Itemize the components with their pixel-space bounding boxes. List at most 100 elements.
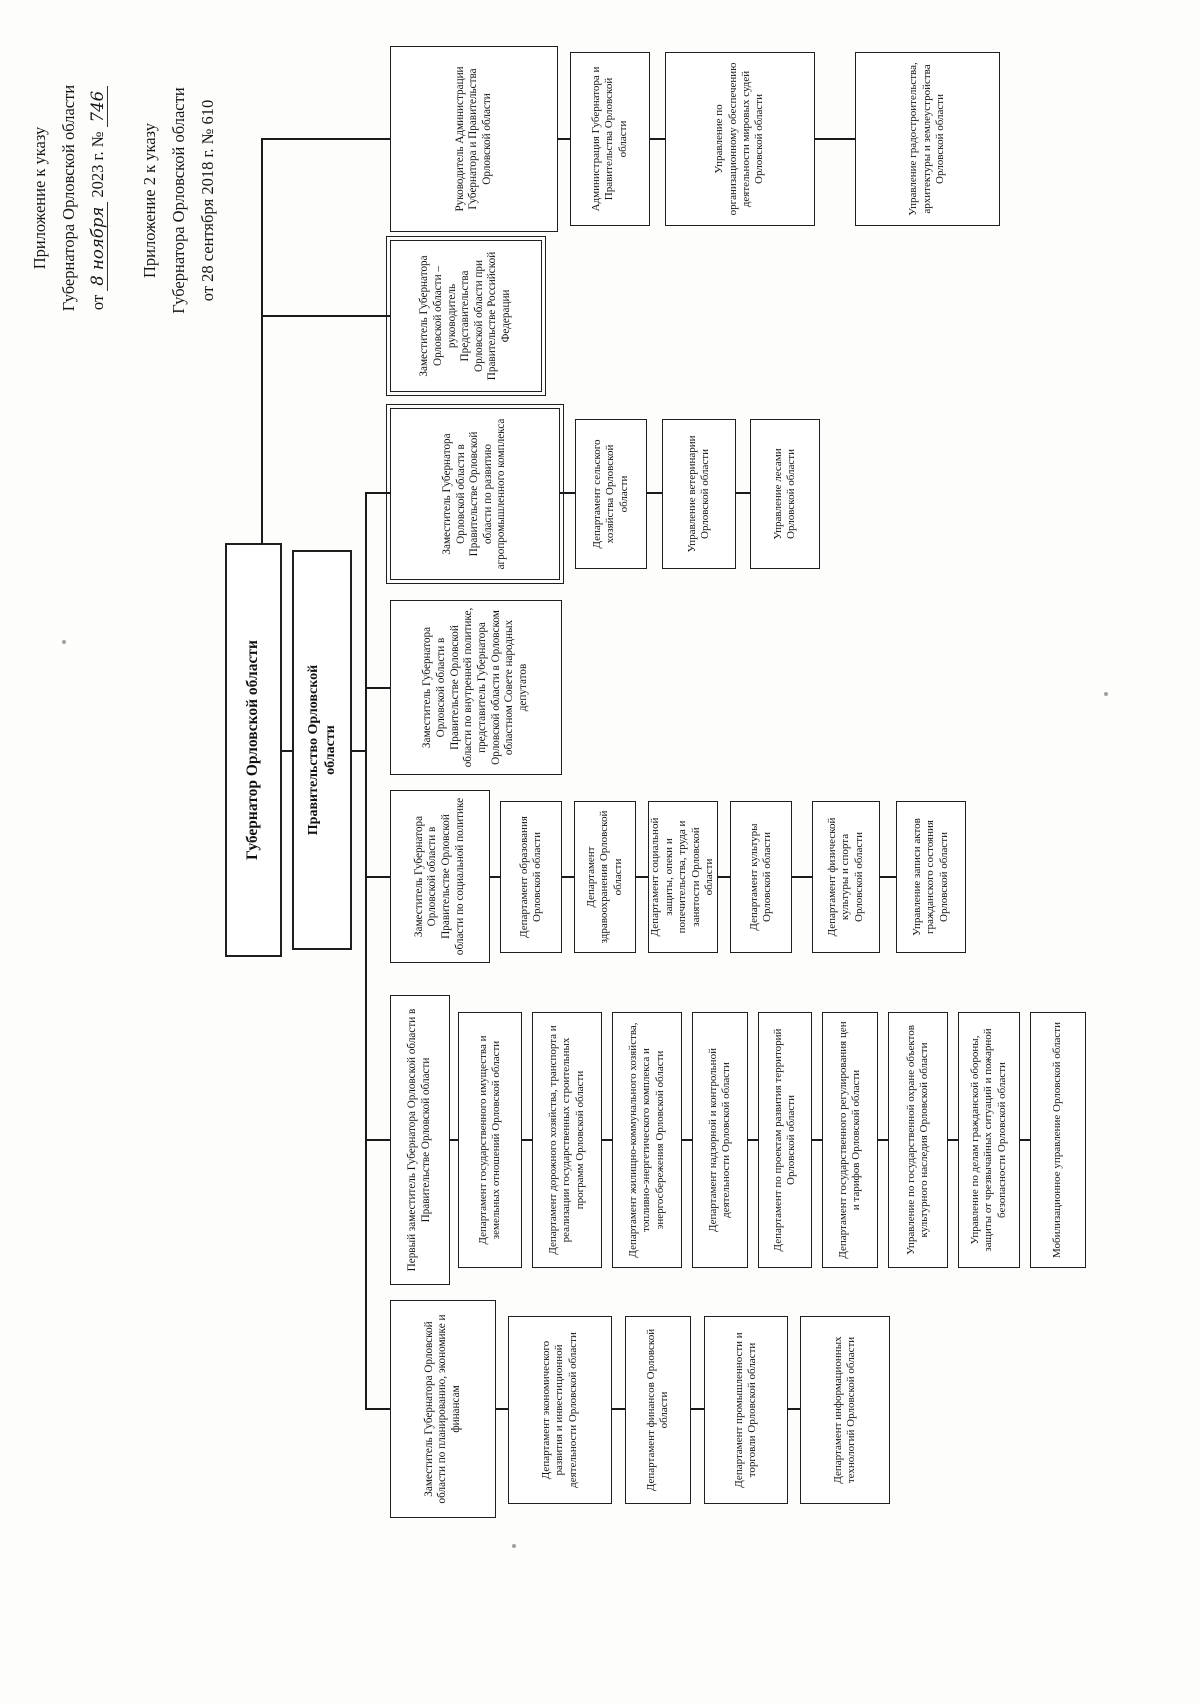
org-box-housing-utilities-dept: Департамент жилищно-коммунального хозяйс… <box>612 1012 682 1268</box>
unit-label: Управление лесами Орловской области <box>771 448 797 540</box>
org-box-supervision-dept: Департамент надзорной и контрольной деят… <box>692 1012 748 1268</box>
appendix-note-2-line3: от 28 сентября 2018 г. № 610 <box>197 99 217 302</box>
connector-line <box>496 1408 508 1410</box>
unit-label: Департамент государственного имущества и… <box>476 1035 502 1245</box>
connector-line <box>366 687 390 689</box>
unit-label: Управление градостроительства, архитекту… <box>907 62 947 216</box>
org-box-agriculture-dept: Департамент сельского хозяйства Орловско… <box>575 419 647 569</box>
appendix-note-2-line1: Приложение 2 к указу <box>140 123 159 278</box>
connector-line <box>880 876 896 878</box>
org-box-heritage-protection: Управление по государственной охране объ… <box>888 1012 948 1268</box>
org-box-tariffs-dept: Департамент государственного регулирован… <box>822 1012 878 1268</box>
org-box-civil-registry: Управление записи актов гражданского сос… <box>896 801 966 953</box>
connector-line <box>261 138 263 543</box>
connector-line <box>612 1408 625 1410</box>
appendix-note-1-line3: от 8 ноября 2023 г. № 746 <box>84 33 113 363</box>
connector-line <box>1020 1139 1030 1141</box>
connector-line <box>365 492 367 1410</box>
unit-label: Управление по государственной охране объ… <box>904 1025 930 1255</box>
unit-label: Департамент физической культуры и спорта… <box>825 817 865 937</box>
connector-line <box>352 750 365 752</box>
deputy-label: Заместитель Губернатора Орловской област… <box>422 1314 462 1504</box>
unit-label: Департамент информационных технологий Ор… <box>831 1336 857 1484</box>
connector-line <box>647 492 662 494</box>
org-box-veterinary: Управление ветеринарии Орловской области <box>662 419 736 569</box>
org-box-forestry: Управление лесами Орловской области <box>750 419 820 569</box>
unit-label: Департамент дорожного хозяйства, транспо… <box>546 1025 586 1255</box>
connector-line <box>682 1139 692 1141</box>
scan-speck <box>512 1544 516 1548</box>
org-box-mobilization: Мобилизационное управление Орловской обл… <box>1030 1012 1086 1268</box>
deputy-label: Руководитель Администрации Губернатора и… <box>453 66 493 212</box>
connector-line <box>736 492 750 494</box>
connector-line <box>602 1139 612 1141</box>
connector-line <box>262 315 390 317</box>
connector-line <box>522 1139 532 1141</box>
org-box-deputy-administration-head: Руководитель Администрации Губернатора и… <box>390 46 558 232</box>
appendix-note-1-line2: Губернатора Орловской области <box>58 84 78 312</box>
connector-line <box>718 876 730 878</box>
governor-label: Губернатор Орловской области <box>244 640 262 860</box>
connector-line <box>636 876 648 878</box>
appendix-note-1-line1: Приложение к указу <box>30 126 49 270</box>
appendix-note-2-line2: Губернатора Орловской области <box>168 87 188 314</box>
connector-line <box>748 1139 758 1141</box>
unit-label: Департамент по проектам развития террито… <box>771 1028 797 1252</box>
org-box-culture-dept: Департамент культуры Орловской области <box>730 801 792 953</box>
note-1-handwritten-date: 8 ноября <box>87 201 108 291</box>
org-box-social-protection-dept: Департамент социальной защиты, опеки и п… <box>648 801 718 953</box>
org-box-first-deputy: Первый заместитель Губернатора Орловской… <box>390 995 450 1285</box>
unit-label: Департамент надзорной и контрольной деят… <box>706 1048 732 1232</box>
connector-line <box>282 750 292 752</box>
deputy-label: Первый заместитель Губернатора Орловской… <box>406 1008 432 1272</box>
unit-label: Департамент государственного регулирован… <box>836 1021 862 1259</box>
connector-line <box>366 876 390 878</box>
org-box-deputy-economy-finance: Заместитель Губернатора Орловской област… <box>390 1300 496 1518</box>
scan-speck <box>62 640 66 644</box>
unit-label: Управление ветеринарии Орловской области <box>685 435 711 553</box>
unit-label: Департамент социальной защиты, опеки и п… <box>649 817 716 937</box>
org-box-state-property-dept: Департамент государственного имущества и… <box>458 1012 522 1268</box>
note-1-handwritten-number: 746 <box>87 85 108 128</box>
org-box-government: Правительство Орловской области <box>292 550 352 950</box>
unit-label: Департамент экономического развития и ин… <box>539 1332 579 1488</box>
org-box-governor: Губернатор Орловской области <box>225 543 282 957</box>
connector-line <box>650 138 665 140</box>
scan-speck <box>1104 692 1108 696</box>
org-box-administration: Администрация Губернатора и Правительств… <box>570 52 650 226</box>
deputy-label: Заместитель Губернатора Орловской област… <box>440 418 508 570</box>
unit-label: Департамент жилищно-коммунального хозяйс… <box>626 1022 666 1258</box>
government-label: Правительство Орловской области <box>305 664 338 836</box>
connector-line <box>792 876 812 878</box>
connector-line <box>788 1408 800 1410</box>
org-box-sports-dept: Департамент физической культуры и спорта… <box>812 801 880 953</box>
org-box-magistrates-support: Управление по организационному обеспечен… <box>665 52 815 226</box>
connector-line <box>366 1408 390 1410</box>
connector-line <box>948 1139 958 1141</box>
appendix-note-1: Приложение к указу Губернатора Орловской… <box>26 33 113 363</box>
org-box-deputy-agro-industry: Заместитель Губернатора Орловской област… <box>386 403 564 585</box>
unit-label: Департамент промышленности и торговли Ор… <box>732 1332 758 1488</box>
unit-label: Департамент образования Орловской област… <box>517 816 543 938</box>
unit-label: Мобилизационное управление Орловской обл… <box>1051 1022 1064 1258</box>
connector-line <box>691 1408 704 1410</box>
unit-label: Департамент сельского хозяйства Орловско… <box>590 439 630 549</box>
org-box-it-dept: Департамент информационных технологий Ор… <box>800 1316 890 1504</box>
unit-label: Департамент культуры Орловской области <box>747 823 773 931</box>
connector-line <box>878 1139 888 1141</box>
unit-label: Управление по делам гражданской обороны,… <box>968 1028 1008 1252</box>
deputy-label: Заместитель Губернатора Орловской област… <box>412 797 466 956</box>
org-box-deputy-representative-office: Заместитель Губернатора Орловской област… <box>386 236 546 396</box>
connector-line <box>558 138 570 140</box>
org-box-territory-development-dept: Департамент по проектам развития террито… <box>758 1012 812 1268</box>
connector-line <box>815 138 855 140</box>
unit-label: Администрация Губернатора и Правительств… <box>589 66 629 212</box>
unit-label: Департамент здравоохранения Орловской об… <box>584 810 624 944</box>
appendix-note-2: Приложение 2 к указу Губернатора Орловск… <box>136 33 223 368</box>
connector-line <box>812 1139 822 1141</box>
connector-line <box>366 1139 390 1141</box>
org-box-deputy-social-policy: Заместитель Губернатора Орловской област… <box>390 790 490 963</box>
org-box-economic-development-dept: Департамент экономического развития и ин… <box>508 1316 612 1504</box>
